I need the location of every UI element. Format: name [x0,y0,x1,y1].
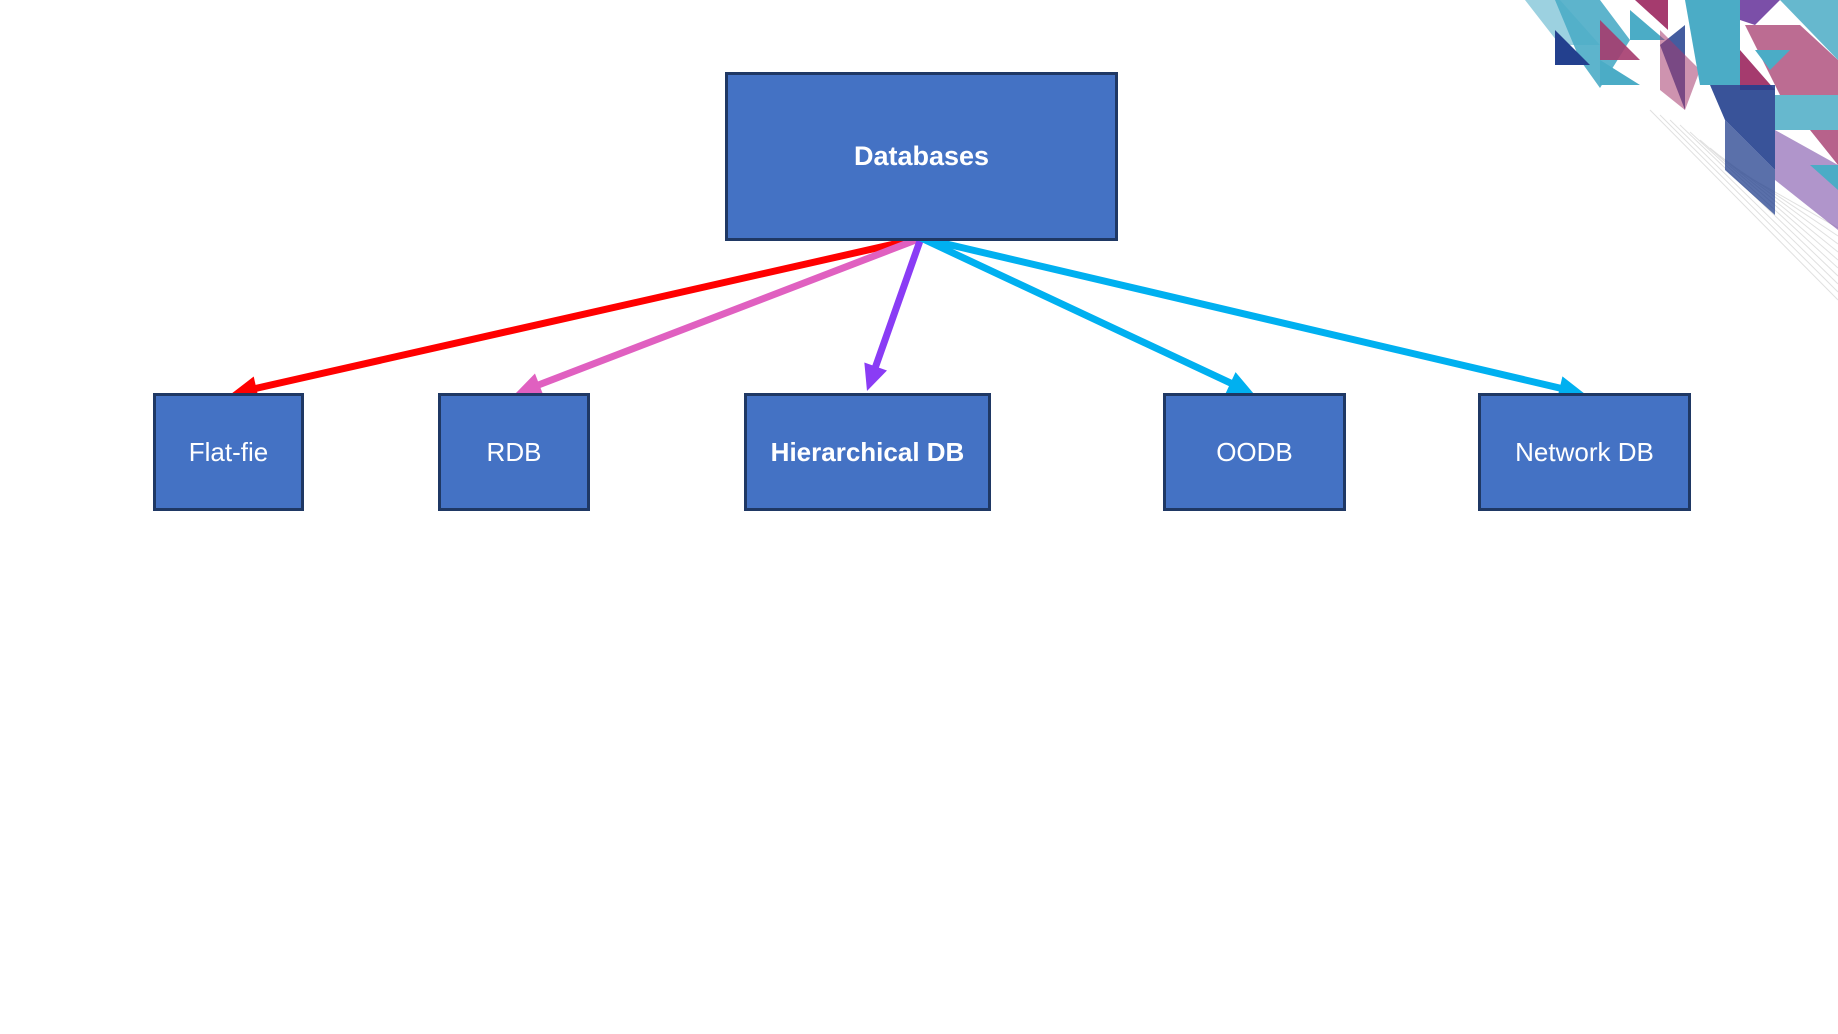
corner-pattern [1525,0,1838,301]
arrow-to-hierarchical-db-shaft [871,234,925,372]
arrow-to-rdb-shaft [533,234,925,389]
arrow-to-flat-file [231,234,925,400]
arrow-to-hierarchical-db [864,234,925,391]
node-oodb: OODB [1163,393,1346,511]
node-flat-file: Flat-fie [153,393,304,511]
node-network-db: Network DB [1478,393,1691,511]
arrow-to-network-db-shaft [917,234,1566,393]
arrow-to-hierarchical-db-head [864,362,887,391]
node-databases: Databases [725,72,1118,241]
arrow-to-oodb-head [1225,372,1254,394]
arrow-to-oodb [917,234,1254,394]
arrow-to-rdb-head [515,373,544,396]
arrow-to-rdb [515,234,925,396]
arrow-to-network-db [917,234,1585,400]
arrow-to-flat-file-shaft [250,234,925,393]
arrow-to-oodb-shaft [917,234,1236,388]
node-rdb: RDB [438,393,590,511]
node-hierarchical-db: Hierarchical DB [744,393,991,511]
